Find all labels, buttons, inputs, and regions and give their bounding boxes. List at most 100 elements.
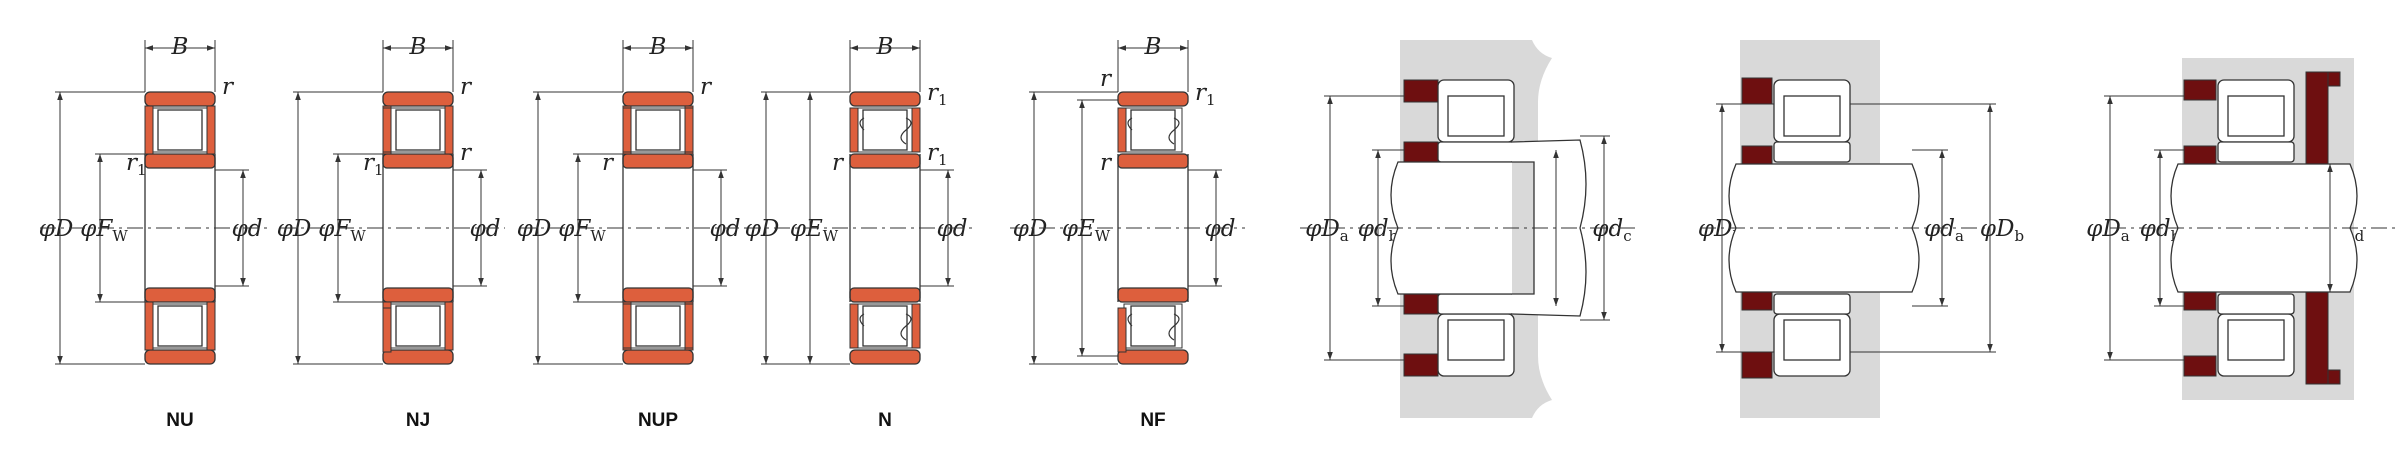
label-phi-D-part: D — [292, 216, 311, 242]
label-B: B — [649, 34, 667, 60]
inner-ring — [382, 287, 454, 303]
label-phi-db-part: d — [1374, 216, 1389, 242]
seal-block — [1403, 79, 1439, 103]
roller — [395, 109, 441, 151]
mounting-2 — [1700, 40, 1996, 418]
label-phi-dc: φdc — [1592, 216, 1631, 245]
inner-ring — [1117, 153, 1189, 169]
label-B: B — [409, 34, 427, 60]
label-phi-d-part: φ — [710, 216, 727, 242]
label-phi-db-part: b — [1389, 227, 1399, 245]
label-phi-d-part: φ — [470, 216, 487, 242]
label-phi-Db-part: φ — [1698, 216, 1715, 242]
label-phi-Da-part: a — [2121, 227, 2130, 245]
label-phi-Fw: φFW — [558, 216, 606, 245]
section-top — [1117, 91, 1189, 169]
label-phi-dc-part: φ — [1592, 216, 1609, 242]
label-phi-D-part: φ — [39, 216, 56, 242]
inner-rib-left — [622, 107, 632, 153]
inner-ring — [849, 153, 921, 169]
outer-rib-right — [444, 105, 454, 155]
label-phi-Fw-part: F — [573, 216, 591, 242]
seal-block — [2305, 71, 2329, 165]
roller — [635, 109, 681, 151]
label-phi-Fw-part: F — [95, 216, 113, 242]
label-phi-Da-part: a — [1340, 227, 1349, 245]
seal-block — [2327, 369, 2341, 385]
label-phi-Fw-part: W — [590, 227, 606, 245]
label-phi-Ew-part: W — [1095, 227, 1111, 245]
outer-ring — [382, 349, 454, 365]
label-r-part: r — [1100, 150, 1113, 176]
roller — [635, 305, 681, 347]
label-B: B — [1144, 34, 1162, 60]
seal-block — [2183, 355, 2217, 377]
label-phi-d-part: φ — [937, 216, 954, 242]
label-phi-Ew-part: φ — [790, 216, 807, 242]
outer-ring — [144, 91, 216, 107]
label-phi-Da: φDa — [1305, 216, 1349, 245]
section-bottom — [382, 287, 454, 365]
inner-ring — [622, 287, 694, 303]
section-bottom — [622, 287, 694, 365]
seal-block — [1741, 77, 1773, 105]
roller-top — [1447, 95, 1505, 137]
seal-block — [2183, 145, 2217, 165]
cage-curl — [859, 117, 865, 131]
label-phi-d-part: φ — [1205, 216, 1222, 242]
bearing-nup — [520, 40, 745, 365]
label-phi-D-part: φ — [745, 216, 762, 242]
outer-rib-left — [144, 105, 154, 155]
label-phi-Fw: φFW — [318, 216, 366, 245]
inner-ring — [622, 153, 694, 169]
inner-ring-top — [1773, 141, 1851, 163]
bearing-nu — [40, 40, 270, 365]
bearing-n — [745, 40, 975, 365]
label-r: r1 — [927, 80, 948, 109]
label-phi-D: φD — [1013, 216, 1048, 242]
section-bottom — [849, 287, 921, 365]
inner-ring — [1117, 287, 1189, 303]
label-B-part: B — [876, 34, 894, 60]
label-r: r — [222, 74, 235, 100]
label-phi-D-part: φ — [277, 216, 294, 242]
label-phi-db-part: d — [2156, 216, 2171, 242]
label-r-part: r — [222, 74, 235, 100]
outer-ring — [849, 349, 921, 365]
section-top — [382, 91, 454, 169]
cage-curl — [1127, 117, 1133, 131]
label-phi-Ew-part: φ — [1062, 216, 1079, 242]
label-phi-D-part: D — [1028, 216, 1047, 242]
bearing-nj — [280, 40, 505, 365]
seal-block — [1741, 291, 1773, 311]
label-phi-Da-part: φ — [1305, 216, 1322, 242]
label-phi-Fw: φFW — [80, 216, 128, 245]
inner-ring — [144, 153, 216, 169]
seal-block — [1403, 141, 1439, 163]
seal-block — [1403, 353, 1439, 377]
label-phi-db-part: φ — [1358, 216, 1375, 242]
inner-rib-left — [382, 307, 392, 353]
seal-block — [1403, 293, 1439, 315]
label-phi-Fw-part: φ — [80, 216, 97, 242]
inner-ring-top — [1437, 141, 1515, 163]
label-r: r1 — [1195, 80, 1216, 109]
seal-block — [2327, 71, 2341, 87]
outer-ring — [622, 349, 694, 365]
roller — [862, 305, 908, 347]
label-B-part: B — [171, 34, 189, 60]
roller — [157, 109, 203, 151]
label-phi-Fw-part: φ — [558, 216, 575, 242]
inner-ring-bottom — [1773, 293, 1851, 315]
label-phi-D-part: φ — [517, 216, 534, 242]
label-r-part: r — [1195, 80, 1208, 106]
inner-ring — [382, 153, 454, 169]
label-phi-da-part: a — [1955, 227, 1964, 245]
label-B-part: B — [1144, 34, 1162, 60]
label-phi-Ew: φEW — [790, 216, 839, 245]
caption-nf: NF — [1140, 410, 1165, 431]
inner-rib-left — [622, 303, 632, 349]
caption-nu: NU — [166, 410, 193, 431]
inner-ring-bottom — [1437, 293, 1515, 315]
